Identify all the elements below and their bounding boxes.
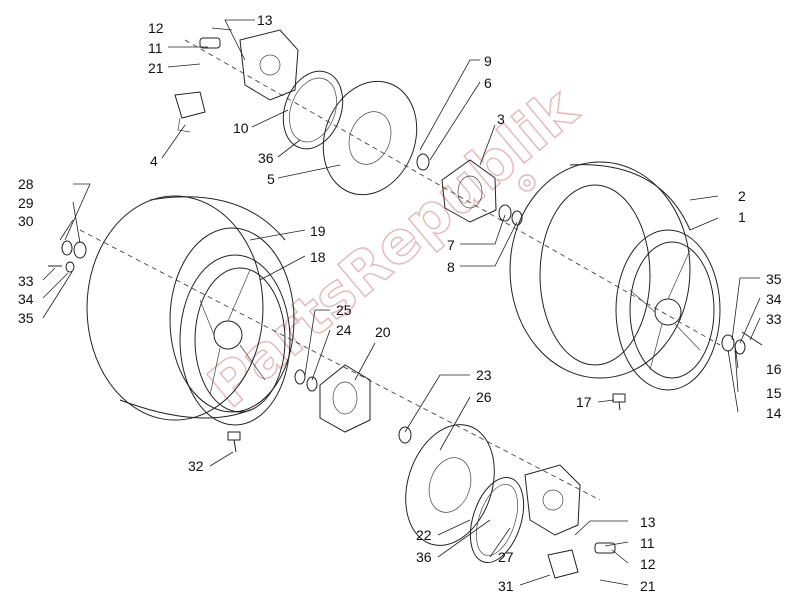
callout-31: 31 [498, 578, 514, 594]
callout-33: 33 [18, 273, 34, 289]
callout-14: 14 [766, 405, 782, 421]
callout-33-right: 33 [766, 311, 782, 327]
callout-5: 5 [267, 171, 275, 187]
callout-13-bottom: 13 [640, 514, 656, 530]
callout-17: 17 [576, 394, 592, 410]
callout-11: 11 [148, 40, 163, 56]
callout-26: 26 [476, 389, 492, 405]
wheel-hub-top [416, 153, 523, 226]
callout-1: 1 [738, 209, 746, 225]
callout-3: 3 [497, 111, 505, 127]
callout-21: 21 [148, 60, 164, 76]
callout-15: 15 [766, 385, 782, 401]
callout-35: 35 [18, 310, 34, 326]
callout-19: 19 [310, 223, 326, 239]
callout-36: 36 [258, 150, 274, 166]
callout-12-bottom: 12 [640, 556, 656, 572]
callout-11-bottom: 11 [640, 535, 655, 551]
right-axis-line [184, 39, 721, 346]
tone-ring-bottom [469, 477, 525, 563]
brake-disc-bottom [405, 424, 495, 546]
callout-4: 4 [150, 153, 158, 169]
callout-12: 12 [148, 20, 164, 36]
callout-18: 18 [310, 249, 326, 265]
right-wheel-rim [615, 229, 721, 391]
callout-21-bottom: 21 [640, 578, 656, 594]
callout-32: 32 [188, 458, 204, 474]
callout-9: 9 [484, 53, 492, 69]
callout-13: 13 [257, 12, 273, 28]
gear-logo-icon [518, 174, 536, 192]
callout-20: 20 [375, 324, 391, 340]
callout-labels: 12 13 11 21 10 4 36 5 9 6 3 2 1 7 8 28 2… [18, 12, 782, 594]
callout-27: 27 [498, 549, 514, 565]
callout-36-bottom: 36 [416, 549, 432, 565]
left-wheel-rim [179, 254, 291, 426]
callout-2: 2 [738, 188, 746, 204]
left-tyre [86, 195, 295, 421]
brake-caliper-bottom [524, 464, 616, 579]
callout-34-right: 34 [766, 291, 782, 307]
leader-lines [42, 19, 761, 586]
callout-24: 24 [336, 322, 352, 338]
callout-7: 7 [447, 237, 455, 253]
callout-6: 6 [484, 75, 492, 91]
brake-disc-top [322, 80, 418, 196]
callout-22: 22 [416, 527, 432, 543]
callout-29: 29 [18, 195, 34, 211]
brake-caliper-top [174, 29, 299, 133]
axle-bolt-17 [612, 393, 626, 411]
callout-8: 8 [447, 259, 455, 275]
callout-34: 34 [18, 291, 34, 307]
right-tyre [509, 161, 691, 379]
callout-28: 28 [18, 176, 34, 192]
callout-35-right: 35 [766, 271, 782, 287]
callout-23: 23 [476, 367, 492, 383]
callout-25: 25 [336, 302, 352, 318]
left-axle-washers [48, 240, 87, 273]
callout-10: 10 [233, 120, 249, 136]
wheel-hub-bottom [294, 364, 412, 444]
tone-ring-top [282, 70, 344, 150]
left-axis-line [79, 229, 601, 501]
callout-30: 30 [18, 213, 34, 229]
callout-16: 16 [766, 361, 782, 377]
axle-bolt-32 [227, 431, 241, 453]
